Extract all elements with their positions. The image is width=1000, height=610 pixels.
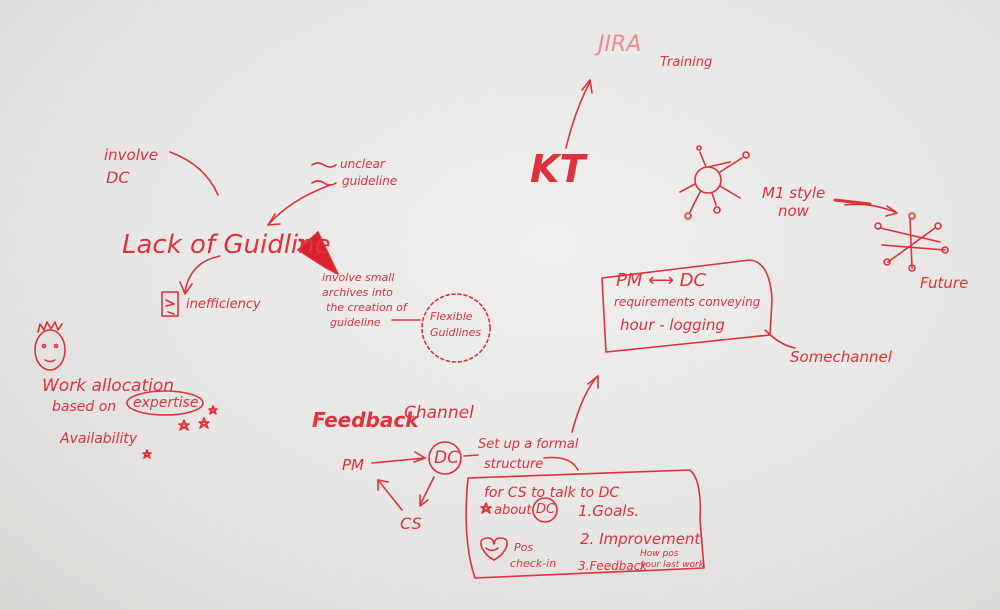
based-on-label: based on <box>52 399 117 415</box>
involve-small-line3: the creation of <box>326 301 407 314</box>
about-dc-label: DC <box>536 502 556 517</box>
lack-of-guideline-label: Lack of Guidline <box>122 232 331 258</box>
channel-label: Channel <box>404 403 474 423</box>
now-label: now <box>778 202 809 220</box>
network-icon <box>694 166 722 194</box>
work-allocation-label: Work allocation <box>42 376 175 396</box>
check-in-label: check-in <box>510 557 557 570</box>
expertise-ellipse <box>126 390 204 416</box>
structure-box <box>465 469 705 579</box>
guideline-label: guideline <box>342 174 398 188</box>
pm-dc-label: PM ⟷ DC <box>616 270 707 291</box>
pm-label: PM <box>342 456 364 474</box>
improvement-item: 2. Improvement <box>580 530 701 548</box>
dc-circle <box>428 441 462 475</box>
involve-small-line1: involve small <box>322 271 395 284</box>
hour-logging-label: hour - logging <box>620 316 725 334</box>
involve-small-line4: guideline <box>330 316 381 329</box>
m1-style-label: M1 style <box>762 184 826 202</box>
training-label: Training <box>660 55 713 70</box>
involve-small-line2: archives into <box>322 286 393 299</box>
structure-label: structure <box>484 457 544 472</box>
heart-icon <box>480 537 508 561</box>
arrow-involve-dc <box>169 151 219 196</box>
about-label: about <box>494 503 532 518</box>
lack-of-guideline-text: Lack of Guidline <box>122 230 331 260</box>
face-icon <box>34 329 66 371</box>
flexible-label: Flexible <box>430 310 473 323</box>
requirements-label: requirements conveying <box>614 295 761 309</box>
jira-label: JIRA <box>598 32 642 57</box>
availability-label: Availability <box>60 431 138 447</box>
guidelines-label: Guidlines <box>430 326 482 339</box>
inefficiency-label: inefficiency <box>186 297 261 312</box>
kt-label: KT <box>530 147 586 191</box>
feedback-label: Feedback <box>312 408 419 432</box>
feedback-item: 3.Feedback <box>578 559 648 573</box>
dc-label: DC <box>106 168 130 187</box>
unclear-label: unclear <box>340 157 385 171</box>
involve-label: involve <box>104 146 159 164</box>
pm-dc-box <box>601 259 773 353</box>
last-work-label: your last work <box>640 560 704 570</box>
flexible-guidelines-circle <box>421 293 491 363</box>
set-up-label: Set up a formal <box>478 437 579 452</box>
pos-label: Pos <box>514 541 534 554</box>
somechannel-label: Somechannel <box>790 348 892 366</box>
goals-item: 1.Goals. <box>578 502 640 520</box>
for-cs-label: for CS to talk to DC <box>484 485 620 501</box>
how-pos-label: How pos <box>640 549 679 559</box>
arrow-unclear <box>267 184 331 226</box>
document-icon <box>161 291 179 317</box>
future-label: Future <box>920 274 969 292</box>
expertise-label: expertise <box>133 395 199 411</box>
dc-node-label: DC <box>434 448 459 468</box>
cs-label: CS <box>400 514 422 533</box>
